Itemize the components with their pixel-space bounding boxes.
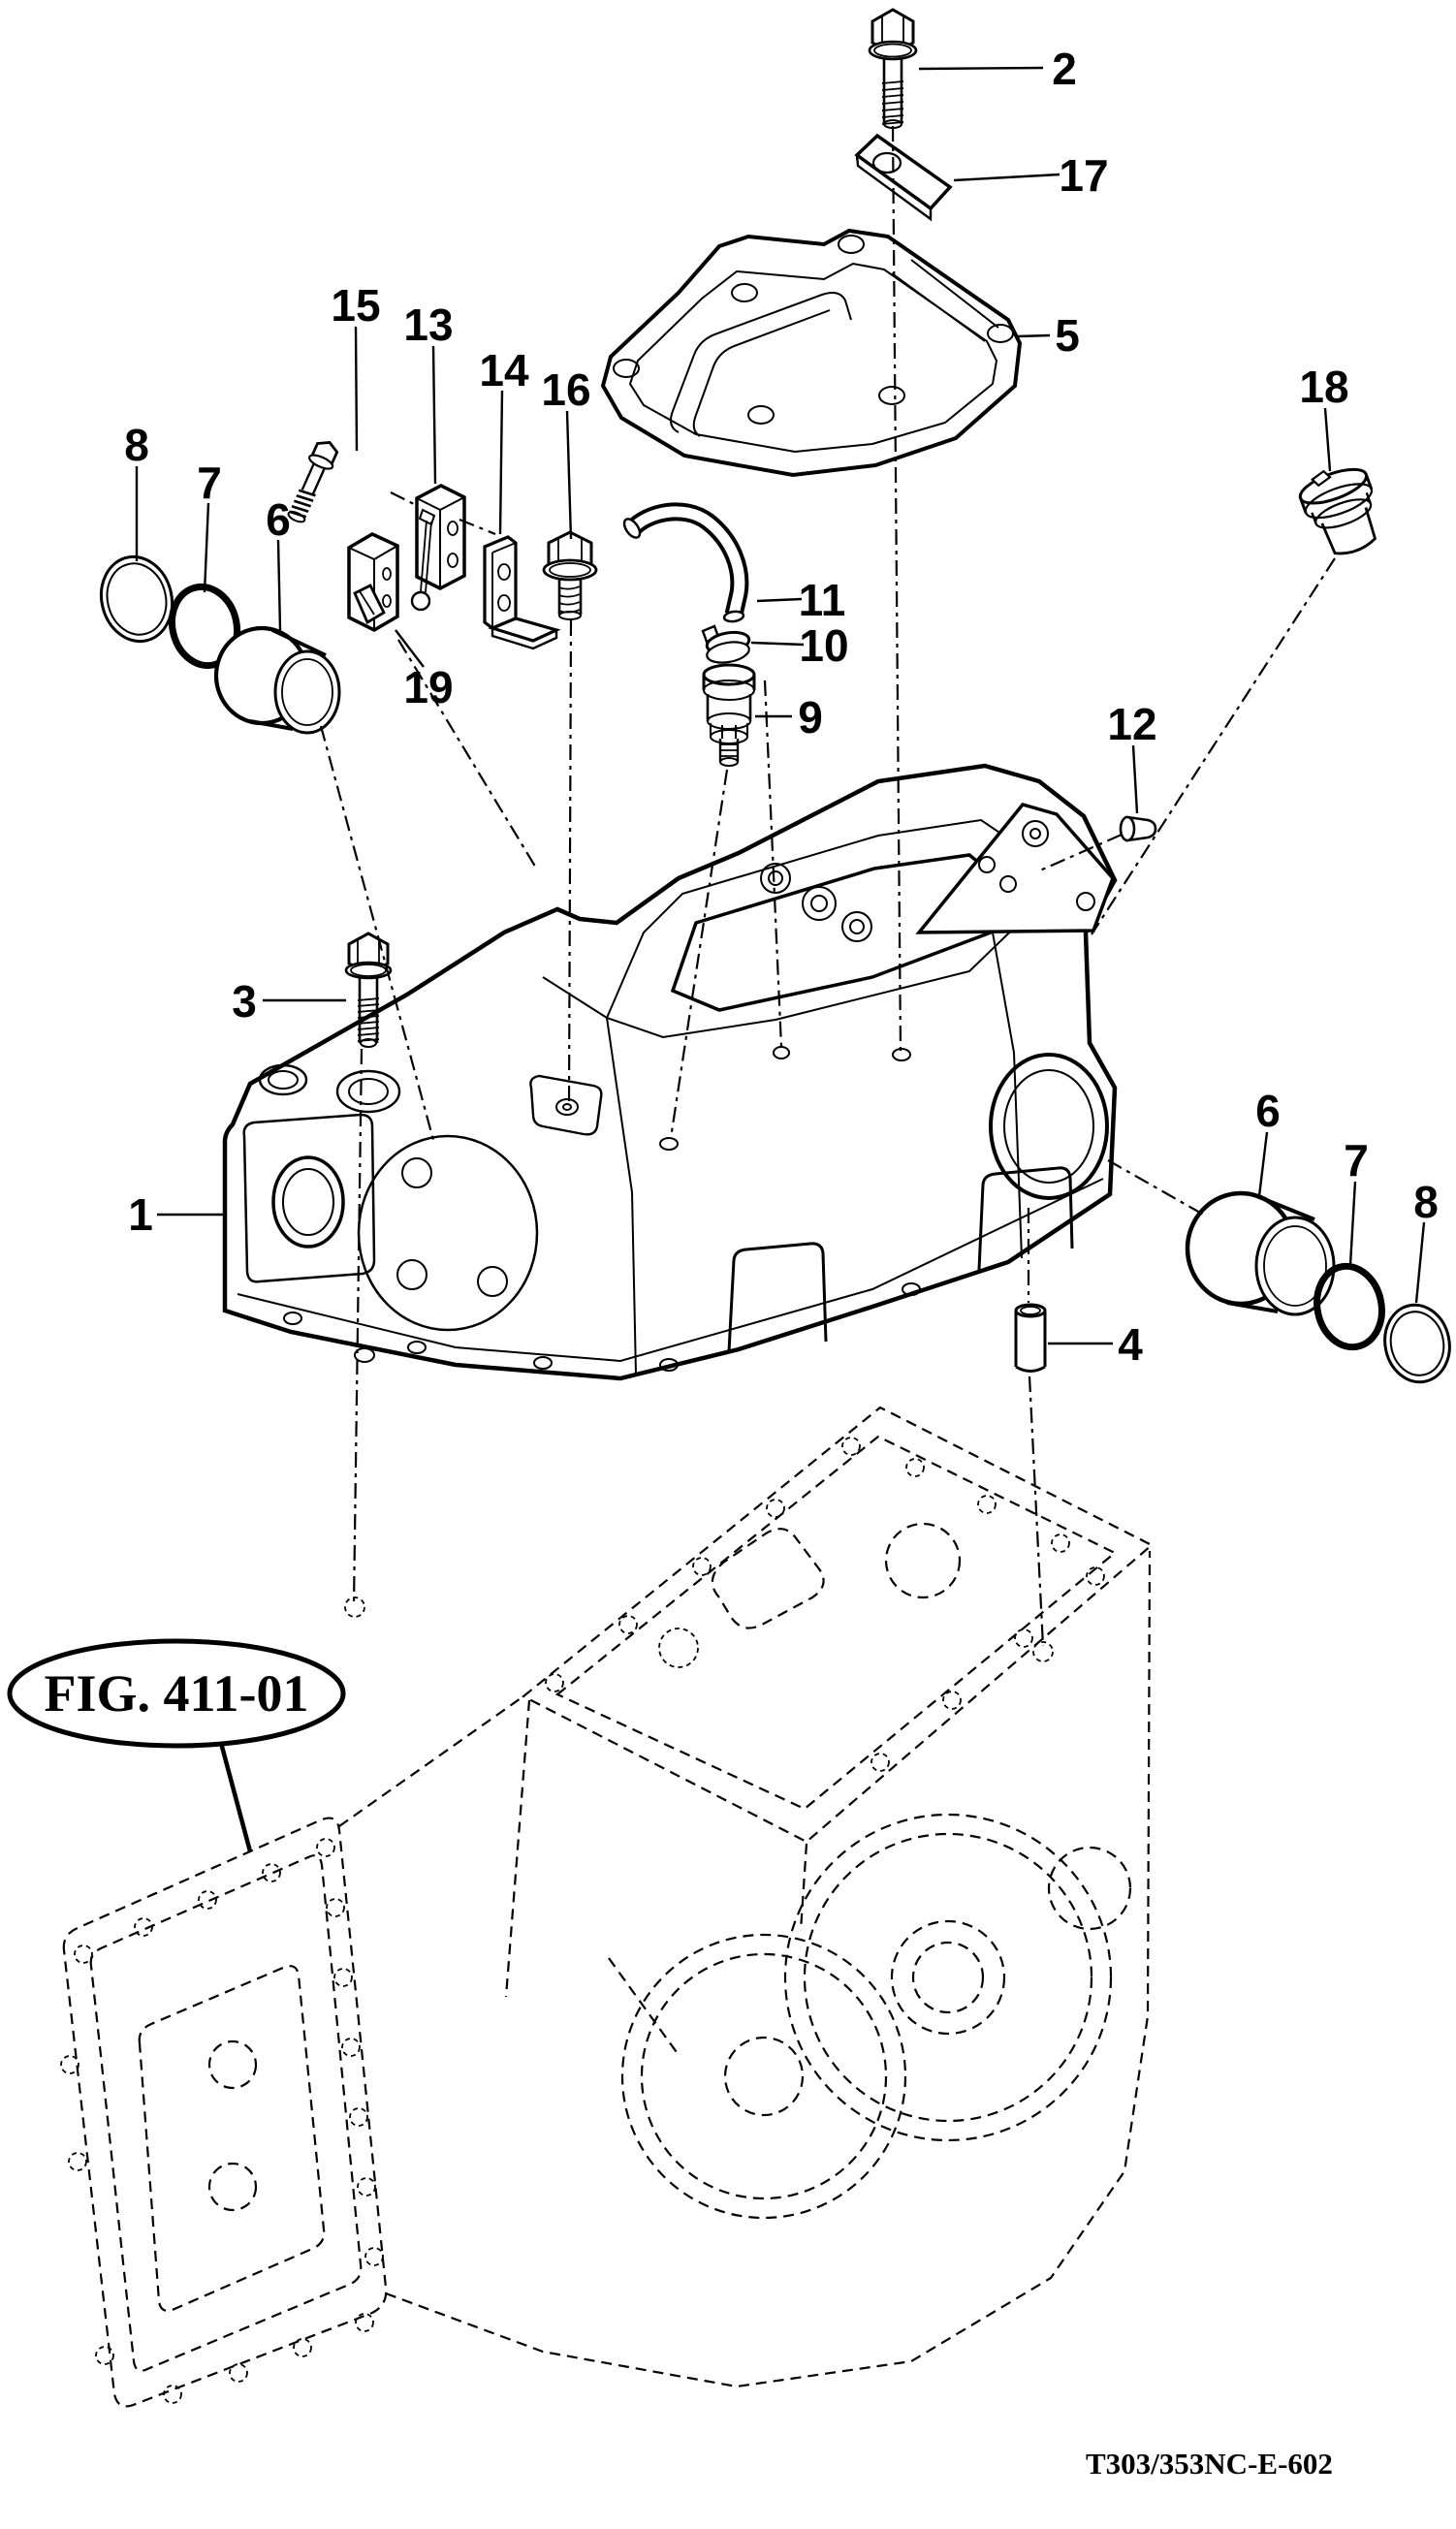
callout-8-right: 8 [1413,1177,1439,1227]
part-1-lift-cover-housing [222,763,1118,1381]
callout-5: 5 [1055,310,1080,361]
callout-7-right: 7 [1344,1135,1369,1185]
part-8-seal-ring-right [1383,1303,1451,1384]
drawing-code: T303/353NC-E-602 [1086,2447,1333,2481]
part-3-hex-bolt [344,932,393,1048]
part-7-o-ring-left [168,583,241,670]
callout-7-left: 7 [197,458,222,508]
callout-1: 1 [128,1189,153,1240]
callout-6-left: 6 [266,494,291,545]
part-13-block [410,484,466,612]
callout-3: 3 [232,976,257,1027]
callout-12: 12 [1107,699,1156,749]
part-14-bracket [483,535,561,650]
part-4-dowel-sleeve [1014,1303,1047,1373]
callout-19: 19 [403,662,453,712]
fig-reference-bubble: FIG. 411-01 [7,1638,346,1852]
part-19-block [347,532,399,632]
callout-10: 10 [799,620,848,671]
callout-11: 11 [799,575,846,625]
callout-14: 14 [479,345,529,395]
part-10-hose-clamp [701,624,751,664]
part-11-hose [622,502,749,623]
part-12-pin [1119,815,1157,842]
part-6-bushing-left [213,625,341,735]
assembly-axis-lines [319,125,1336,1647]
part-2-hex-bolt [868,8,918,129]
callout-labels: 1 2 3 4 5 6 7 8 6 7 8 9 10 11 12 13 14 1… [124,44,1439,1370]
callout-2: 2 [1052,44,1077,94]
part-17-lock-plate [854,133,953,222]
callout-6-right: 6 [1255,1086,1281,1136]
part-8-seal-ring-left [99,554,174,644]
callout-15: 15 [331,280,380,331]
part-7-o-ring-right [1314,1262,1385,1351]
part-6-bushing-right [1185,1190,1336,1316]
part-18-plug [1298,467,1377,555]
callout-4: 4 [1118,1319,1143,1370]
callout-13: 13 [403,300,453,350]
callout-leader-lines [135,66,1426,1345]
fig-reference-label: FIG. 411-01 [44,1664,308,1723]
part-9-joint-fitting [702,663,756,767]
callout-16: 16 [541,364,590,415]
callout-18: 18 [1299,362,1348,412]
part-5-top-cover [600,228,1023,478]
callout-17: 17 [1059,150,1108,201]
callout-9: 9 [798,692,823,743]
part-16-flange-bolt [542,530,598,620]
callout-8-left: 8 [124,420,149,470]
gearbox-reference-dashed [60,1406,1154,2408]
part-15-hex-bolt [287,441,339,523]
